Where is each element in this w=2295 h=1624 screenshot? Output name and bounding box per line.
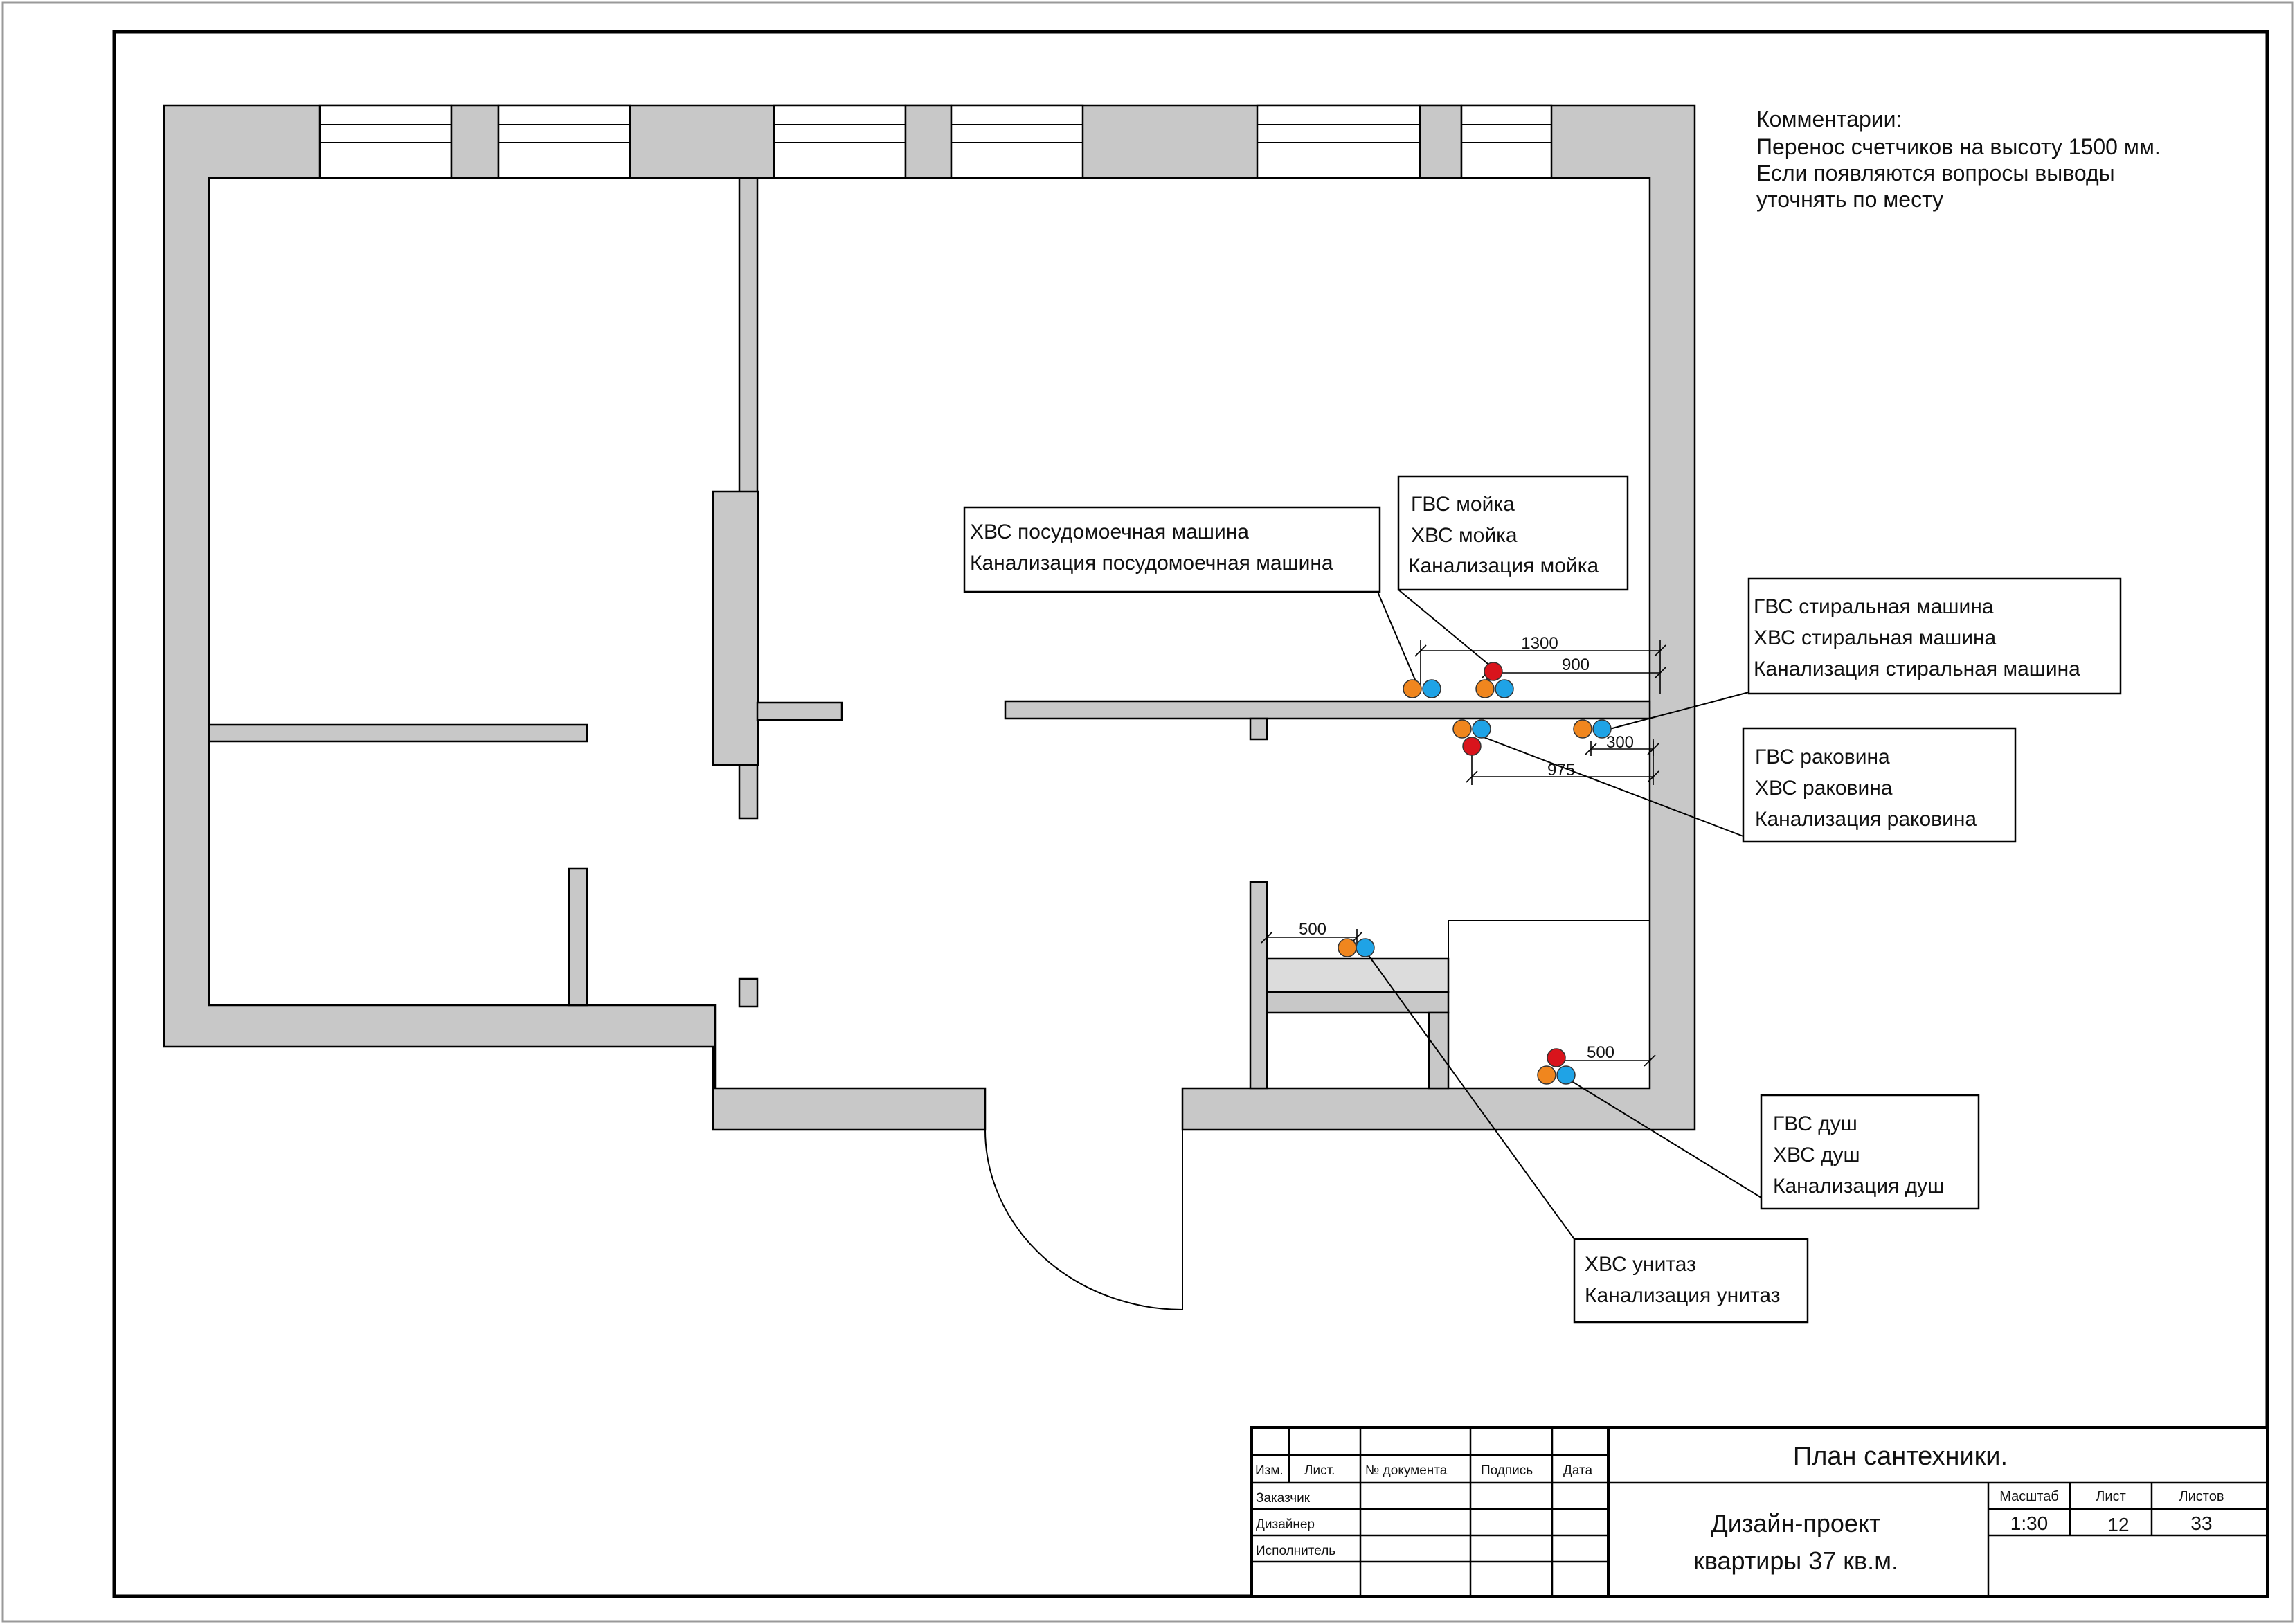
tb-header-izm: Изм. [1255, 1463, 1284, 1478]
drawing-frame [112, 30, 2269, 1598]
tb-sheets-label: Листов [2179, 1489, 2224, 1504]
washbasin-sewer-marker [1462, 737, 1482, 756]
tb-role-designer: Дизайнер [1256, 1517, 1315, 1532]
tb-sheets-value: 33 [2190, 1513, 2212, 1534]
callout-toilet: ХВС унитаз Канализация унитаз [1573, 1238, 1809, 1324]
tb-header-signature: Подпись [1481, 1463, 1533, 1478]
tb-scale-value: 1:30 [2010, 1513, 2049, 1534]
callout-kitchen-sink: ГВС мойка ХВС мойка Канализация мойка [1397, 475, 1629, 591]
windows [318, 104, 1553, 179]
comments-block: Комментарии: Перенос счетчиков на высоту… [1756, 107, 2161, 212]
callout-washbasin: ГВС раковина ХВС раковина Канализация ра… [1742, 727, 2017, 843]
tb-scale-label: Масштаб [1999, 1489, 2059, 1504]
shower-cold-water-marker [1556, 1065, 1576, 1085]
callout-dishwasher-line-2: Канализация посудомоечная машина [970, 552, 1333, 575]
dim-500-shower-label: 500 [1587, 1043, 1614, 1062]
callout-dishwasher: ХВС посудомоечная машина Канализация пос… [963, 506, 1381, 593]
dimension-lines [1261, 640, 1666, 1067]
tb-header-doc-no: № документа [1365, 1463, 1448, 1478]
title-block: Изм. Лист. № документа Подпись Дата Зака… [1250, 1426, 2269, 1598]
interior-partitions [208, 177, 1651, 1090]
callout-washing-machine: ГВС стиральная машина ХВС стиральная маш… [1747, 577, 2122, 695]
toilet-cold-water-marker [1356, 938, 1375, 957]
callout-shower-line-2: ХВС душ [1773, 1144, 1860, 1166]
callout-washing-machine-line-2: ХВС стиральная машина [1754, 626, 1997, 649]
dim-900-label: 900 [1562, 656, 1590, 674]
callout-toilet-line-1: ХВС унитаз [1585, 1253, 1696, 1276]
callout-washing-machine-line-1: ГВС стиральная машина [1754, 595, 1994, 618]
callout-washing-machine-line-3: Канализация стиральная машина [1754, 658, 2080, 680]
callout-shower: ГВС душ ХВС душ Канализация душ [1760, 1094, 1980, 1210]
comments-line-1: Перенос счетчиков на высоту 1500 мм. [1756, 134, 2161, 159]
callout-kitchen-sink-line-3: Канализация мойка [1408, 554, 1599, 577]
pipe-markers [1338, 662, 1612, 1085]
kitchen-sink-hot-water-marker [1475, 679, 1495, 698]
leader-lines [1362, 589, 1762, 1240]
washing-machine-cold-water-marker [1592, 719, 1612, 739]
washing-machine-hot-water-marker [1573, 719, 1592, 739]
kitchen-sink-sewer-marker [1484, 662, 1503, 681]
toilet-hot-marker [1338, 938, 1357, 957]
entrance-door [984, 1129, 1184, 1310]
floor-plan [163, 104, 1696, 1310]
toilet-niche-shelf [1266, 957, 1450, 993]
callout-shower-line-3: Канализация душ [1773, 1175, 1944, 1198]
callout-shower-line-1: ГВС душ [1773, 1112, 1857, 1135]
washbasin-hot-water-marker [1452, 719, 1472, 739]
dishwasher-sewer-marker [1403, 679, 1422, 698]
callout-dishwasher-line-1: ХВС посудомоечная машина [970, 521, 1249, 543]
comments-line-3: уточнять по месту [1756, 187, 1943, 212]
tb-sheet-label: Лист [2096, 1489, 2125, 1504]
tb-header-date: Дата [1563, 1463, 1593, 1478]
comments-title: Комментарии: [1756, 107, 1902, 132]
tb-project-line-1: Дизайн-проект [1711, 1509, 1880, 1537]
outer-walls [163, 104, 1696, 1131]
tb-sheet-value: 12 [2107, 1514, 2129, 1535]
dim-300-label: 300 [1606, 733, 1634, 752]
callout-washbasin-line-1: ГВС раковина [1755, 746, 1890, 768]
kitchen-sink-cold-water-marker [1495, 679, 1514, 698]
tb-role-executor: Исполнитель [1256, 1544, 1335, 1558]
tb-header-list: Лист. [1304, 1463, 1335, 1478]
callout-washbasin-line-2: ХВС раковина [1755, 777, 1893, 800]
tb-project-line-2: квартиры 37 кв.м. [1693, 1546, 1898, 1575]
dim-500-toilet-label: 500 [1299, 920, 1326, 939]
callout-kitchen-sink-line-2: ХВС мойка [1411, 524, 1518, 547]
shower-sewer-marker [1547, 1048, 1566, 1067]
callout-washbasin-line-3: Канализация раковина [1755, 808, 1977, 831]
shower-hot-water-marker [1537, 1065, 1556, 1085]
dim-1300-label: 1300 [1521, 634, 1558, 653]
callout-toilet-line-2: Канализация унитаз [1585, 1284, 1780, 1307]
washbasin-cold-water-marker [1472, 719, 1491, 739]
tb-sheet-title: План сантехники. [1793, 1442, 2008, 1471]
callout-kitchen-sink-line-1: ГВС мойка [1411, 493, 1515, 516]
tb-role-customer: Заказчик [1256, 1491, 1311, 1506]
dishwasher-cold-water-marker [1422, 679, 1441, 698]
comments-line-2: Если появляются вопросы выводы [1756, 161, 2115, 186]
